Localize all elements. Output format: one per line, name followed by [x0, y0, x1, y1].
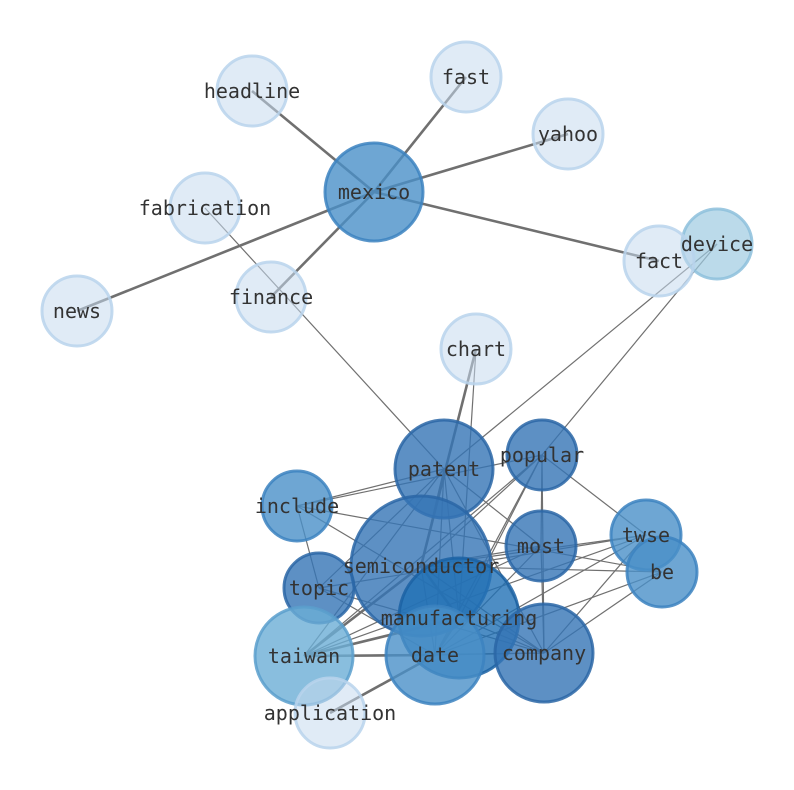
- labels-layer: headline fast yahoo mexico fabrication device…: [53, 65, 753, 725]
- node-label-include: include: [255, 494, 339, 518]
- node-label-twse: twse: [622, 523, 670, 547]
- node-news[interactable]: [40, 274, 114, 348]
- node-most[interactable]: [504, 509, 578, 583]
- node-label-date: date: [411, 643, 459, 667]
- node-label-fabrication: fabrication: [139, 196, 271, 220]
- node-fabrication[interactable]: [168, 171, 242, 245]
- edge-fabrication-patent: [204, 207, 445, 470]
- node-date[interactable]: [384, 604, 486, 706]
- node-label-chart: chart: [446, 337, 506, 361]
- node-label-finance: finance: [229, 285, 313, 309]
- node-label-company: company: [502, 641, 586, 665]
- node-label-taiwan: taiwan: [268, 644, 340, 668]
- node-label-manufacturing: manufacturing: [381, 606, 538, 630]
- node-mexico[interactable]: [323, 141, 425, 243]
- node-label-semiconductor: semiconductor: [343, 554, 500, 578]
- node-popular[interactable]: [505, 418, 579, 492]
- node-label-yahoo: yahoo: [538, 122, 598, 146]
- node-label-fast: fast: [442, 65, 490, 89]
- node-label-be: be: [650, 560, 674, 584]
- node-be[interactable]: [625, 535, 699, 609]
- node-application[interactable]: [293, 676, 367, 750]
- node-label-headline: headline: [204, 79, 300, 103]
- node-label-topic: topic: [289, 576, 349, 600]
- node-label-fact: fact: [635, 249, 683, 273]
- node-label-news: news: [53, 299, 101, 323]
- node-company[interactable]: [493, 602, 595, 704]
- node-fact[interactable]: [622, 224, 696, 298]
- node-label-mexico: mexico: [338, 180, 410, 204]
- nodes-layer: [40, 40, 754, 750]
- node-headline[interactable]: [215, 54, 289, 128]
- node-chart[interactable]: [439, 312, 513, 386]
- node-finance[interactable]: [234, 260, 308, 334]
- node-label-application: application: [264, 701, 396, 725]
- node-include[interactable]: [260, 469, 334, 543]
- node-label-device: device: [681, 232, 753, 256]
- node-label-patent: patent: [408, 457, 480, 481]
- node-label-most: most: [517, 534, 565, 558]
- node-fast[interactable]: [429, 40, 503, 114]
- node-label-popular: popular: [500, 443, 584, 467]
- node-yahoo[interactable]: [531, 97, 605, 171]
- edge-mexico-news: [76, 190, 375, 313]
